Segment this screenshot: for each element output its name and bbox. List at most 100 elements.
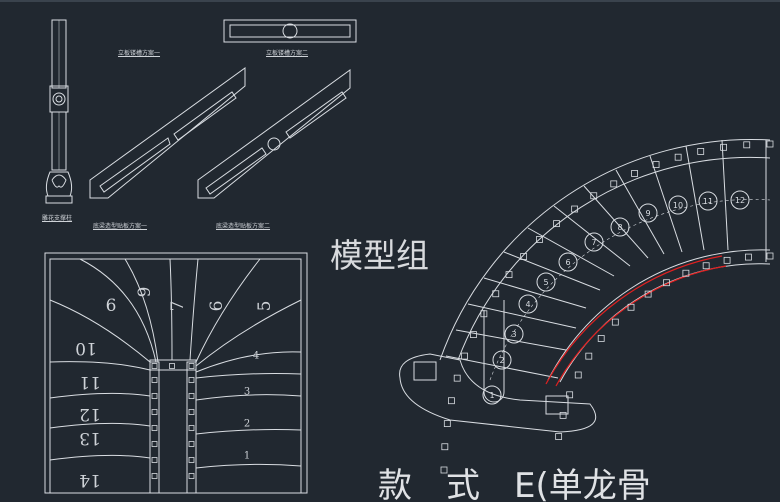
- node-square: [461, 352, 468, 360]
- stringer-node: [188, 377, 195, 383]
- node-square: [631, 170, 638, 177]
- node-square: [443, 420, 451, 428]
- left-step-number: 1: [243, 450, 251, 462]
- left-step-number: 7: [168, 300, 188, 312]
- model-group-label: 模型组: [330, 236, 429, 275]
- step-number-circle: [518, 294, 538, 314]
- node-square: [652, 161, 660, 168]
- step-number-label: 12: [735, 196, 745, 205]
- node-square: [702, 262, 710, 270]
- node-square: [559, 411, 567, 419]
- stringer-node: [169, 363, 175, 369]
- left-step-number: 11: [79, 372, 101, 392]
- node-square: [470, 331, 477, 338]
- node-square: [585, 352, 593, 360]
- node-square: [536, 236, 543, 243]
- left-step-number: 9: [135, 286, 155, 298]
- node-square: [505, 271, 513, 279]
- baluster-label: 雕花支撑柱: [42, 215, 73, 222]
- node-square: [571, 205, 579, 213]
- stringer-plate-2-label: 底梁造型贴板方案二: [216, 223, 271, 230]
- step-number-label: 6: [565, 258, 570, 267]
- stringer-node: [151, 409, 158, 415]
- left-step-number: 4: [252, 350, 260, 362]
- step-number-label: 5: [543, 278, 548, 287]
- step-number-label: 2: [499, 356, 504, 365]
- stringer-node: [151, 393, 158, 399]
- baluster-column-drawing: [45, 19, 73, 204]
- step-number-label: 1: [489, 391, 494, 400]
- node-square: [553, 220, 560, 228]
- left-step-number: 10: [75, 338, 97, 358]
- step-number-label: 7: [591, 238, 596, 247]
- node-square: [766, 140, 774, 148]
- step-number-label: 4: [525, 300, 530, 309]
- node-square: [644, 290, 652, 298]
- left-step-number: 2: [243, 418, 251, 430]
- left-stair-plan: [44, 252, 308, 494]
- red-highlight-arc: [545, 255, 727, 387]
- node-square: [682, 269, 690, 277]
- curved-stair-plan: [399, 138, 771, 433]
- node-square: [574, 371, 582, 379]
- stringer-plate-1-label: 底梁造型贴板方案一: [93, 223, 148, 230]
- riser-scheme-1-label: 立板镂槽方案一: [118, 50, 161, 57]
- stringer-node: [151, 457, 158, 463]
- left-step-number: 13: [79, 428, 101, 448]
- step-number-circle: [558, 252, 578, 272]
- node-square: [627, 303, 635, 311]
- node-squares: [440, 140, 774, 474]
- node-square: [611, 318, 619, 326]
- node-square: [453, 374, 461, 382]
- node-square: [723, 256, 731, 264]
- riser-scheme-2-label: 立板镂槽方案二: [266, 50, 309, 57]
- step-number-circle: [584, 232, 604, 252]
- node-square: [720, 143, 728, 151]
- node-square: [743, 141, 751, 149]
- step-number-circle: [482, 385, 502, 405]
- stringer-node: [188, 473, 195, 479]
- step-number-circle: [698, 191, 718, 211]
- node-square: [555, 433, 563, 440]
- stringer-node: [151, 363, 158, 369]
- node-square: [610, 180, 618, 188]
- step-number-circle: [668, 195, 688, 215]
- node-square: [448, 397, 455, 405]
- style-title: 款 式 E(单龙骨: [378, 466, 651, 502]
- step-number-circle: [536, 272, 556, 292]
- stringer-node: [188, 457, 195, 463]
- step-number-label: 3: [511, 330, 516, 339]
- step-number-circle: [492, 350, 512, 370]
- node-square: [492, 290, 500, 298]
- stringer-node: [151, 441, 158, 447]
- node-square: [674, 153, 682, 161]
- step-number-label: 9: [645, 209, 650, 218]
- node-square: [597, 335, 605, 342]
- step-number-circle: [610, 217, 630, 237]
- node-square: [480, 310, 488, 318]
- node-square: [520, 253, 528, 260]
- node-square: [441, 443, 449, 451]
- stringer-node-squares: [151, 363, 195, 479]
- stringer-node: [151, 377, 158, 383]
- step-number-label: 10: [673, 201, 683, 210]
- stringer-node: [151, 425, 158, 431]
- viewport-top-border: [0, 0, 780, 2]
- stringer-node: [188, 363, 195, 369]
- stringer-node: [151, 473, 158, 479]
- riser-scheme-2-drawing: [223, 19, 357, 43]
- node-square: [697, 148, 705, 155]
- stringer-node: [188, 441, 195, 447]
- left-step-number: 6: [105, 296, 117, 316]
- step-number-circle: [730, 190, 750, 210]
- stringer-plate-1-drawing: [89, 67, 246, 199]
- stringer-node: [188, 425, 195, 431]
- node-square: [440, 466, 448, 474]
- step-number-circle: [504, 324, 524, 344]
- step-number-circle: [638, 203, 658, 223]
- node-square: [663, 279, 670, 287]
- left-step-number: 14: [79, 470, 101, 490]
- stringer-node: [188, 393, 195, 399]
- node-square: [566, 391, 574, 399]
